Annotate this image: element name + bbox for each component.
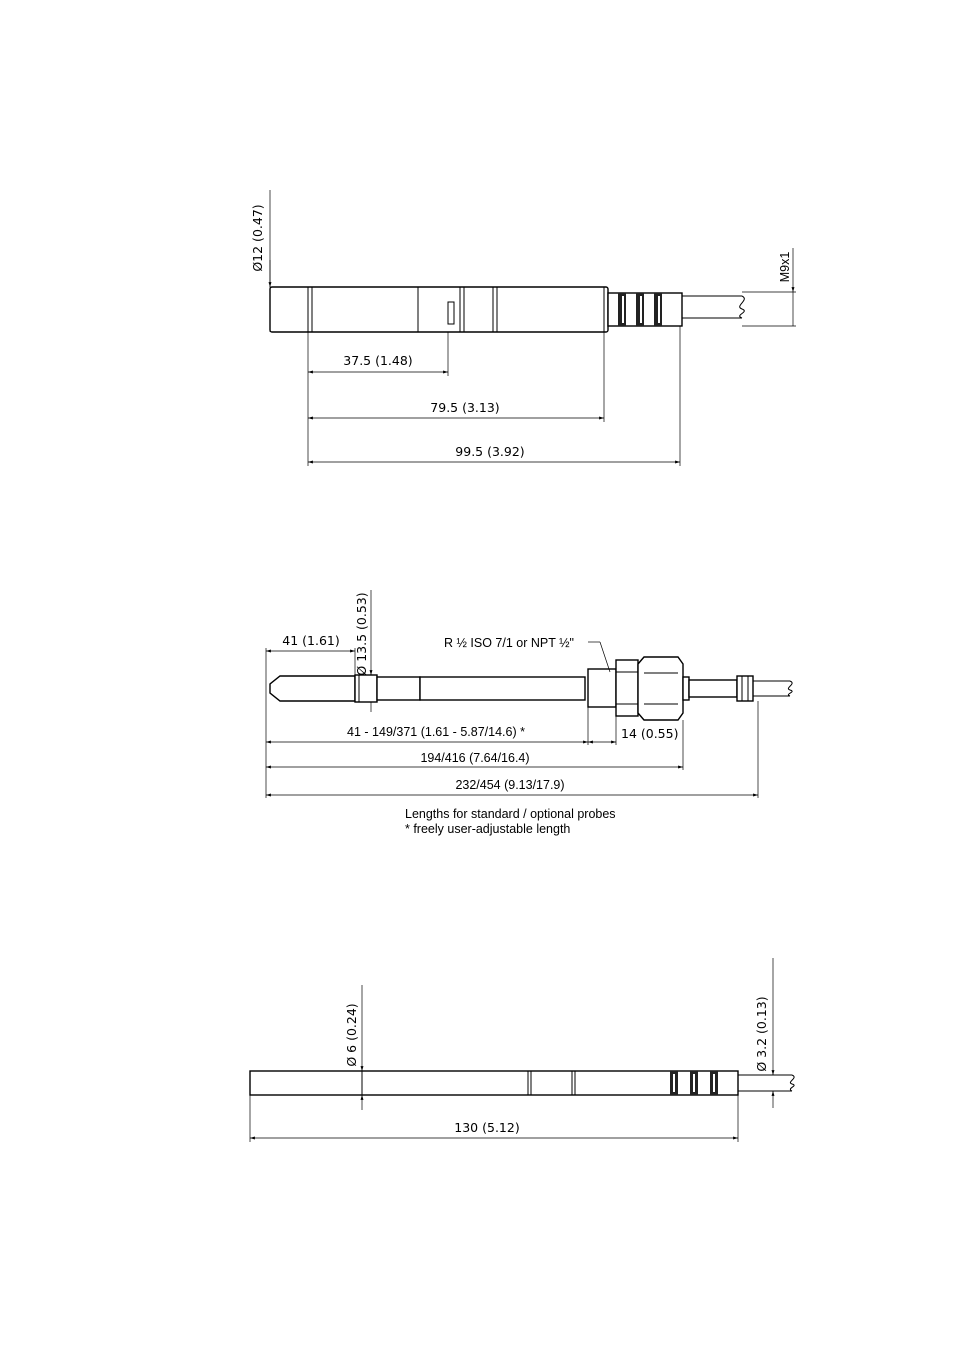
probe-2-tip-dim: 41 (1.61) <box>282 633 339 648</box>
probe-1-connector <box>608 293 744 326</box>
probe-1-dim-b: 79.5 (3.13) <box>430 400 499 415</box>
probe-2-total-dim: 232/454 (9.13/17.9) <box>455 778 564 792</box>
probe-1-dim-a: 37.5 (1.48) <box>343 353 412 368</box>
probe-3-length-dim: 130 (5.12) <box>454 1120 519 1135</box>
probe-2-drawing: 41 (1.61) Ø 13.5 (0.53) R ½ ISO 7/1 or N… <box>266 590 792 836</box>
probe-3-body <box>250 1071 794 1095</box>
probe-2-note-adjustable: * freely user-adjustable length <box>405 822 570 836</box>
probe-1-body <box>270 287 608 332</box>
probe-3-diameter-label: Ø 6 (0.24) <box>344 1003 359 1066</box>
probe-2-diameter-label: Ø 13.5 (0.53) <box>354 592 369 675</box>
probe-3-cable-label: Ø 3.2 (0.13) <box>754 996 769 1071</box>
probe-3-drawing: Ø 6 (0.24) Ø 3.2 (0.13) 130 (5.12) <box>250 958 794 1142</box>
probe-1-diameter-label: Ø12 (0.47) <box>250 204 265 271</box>
probe-1-dim-c: 99.5 (3.92) <box>455 444 524 459</box>
probe-2-thread-label: R ½ ISO 7/1 or NPT ½" <box>444 636 574 650</box>
probe-2-fitting <box>588 657 792 720</box>
probe-1-drawing: Ø12 (0.47) M9x1 37.5 (1.48) 79.5 (3.13) … <box>250 190 796 466</box>
probe-2-to-nut-dim: 194/416 (7.64/16.4) <box>420 751 529 765</box>
probe-2-adjustable-dim: 41 - 149/371 (1.61 - 5.87/14.6) * <box>347 725 525 739</box>
probe-1-thread-label: M9x1 <box>778 252 792 283</box>
probe-2-nut-dim: 14 (0.55) <box>621 726 678 741</box>
probe-2-note-lengths: Lengths for standard / optional probes <box>405 807 616 821</box>
probe-2-shaft <box>270 675 585 702</box>
